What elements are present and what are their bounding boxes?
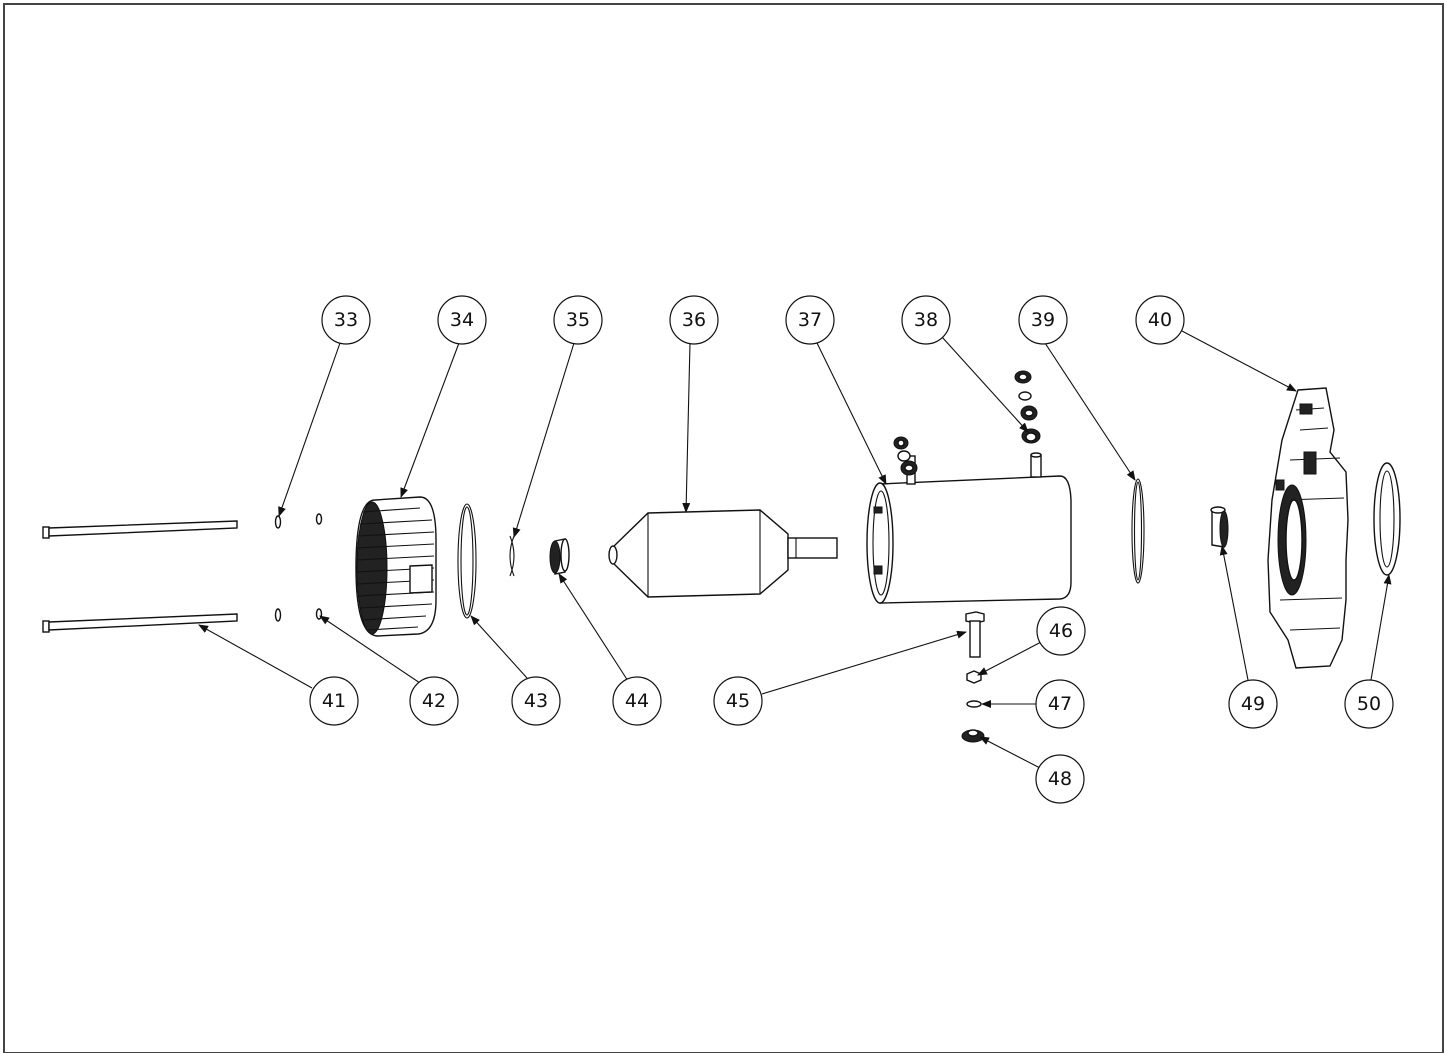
callout-39: 39 [1018, 295, 1068, 345]
leader-39 [1044, 342, 1136, 481]
callout-42-label: 42 [422, 690, 446, 712]
callout-35-label: 35 [566, 309, 590, 331]
callout-35: 35 [553, 295, 603, 345]
callout-42: 42 [409, 676, 459, 726]
callout-33: 33 [321, 295, 371, 345]
leader-48 [979, 736, 1041, 769]
callout-43-label: 43 [524, 690, 548, 712]
part-43-o-ring-inner [460, 506, 474, 616]
part-50-seal [1373, 462, 1401, 576]
part-44-bushing [549, 538, 570, 575]
part-37-motor-housing [866, 475, 1072, 604]
leader-49 [1219, 545, 1249, 681]
drawing-border [3, 3, 1444, 1053]
callout-49: 49 [1228, 679, 1278, 729]
part-39-o-ring [1131, 478, 1145, 584]
callout-46: 46 [1036, 606, 1086, 656]
leader-43 [470, 615, 528, 679]
part-35-spring-clip [509, 535, 515, 577]
leader-46 [977, 640, 1044, 676]
callout-40: 40 [1135, 295, 1185, 345]
callout-34-label: 34 [450, 309, 474, 331]
callout-36-label: 36 [682, 309, 706, 331]
leader-35 [512, 342, 575, 538]
part-38-terminal-hardware [893, 370, 1042, 485]
callout-38-label: 38 [914, 309, 938, 331]
leader-36 [682, 342, 691, 513]
callout-40-label: 40 [1148, 309, 1172, 331]
leader-45 [761, 630, 967, 695]
part-40-drive-end-housing [1267, 387, 1349, 669]
part-41-tie-rods [42, 520, 238, 633]
part-34-finned-end-cap [355, 496, 437, 637]
callout-33-label: 33 [334, 309, 358, 331]
callout-37: 37 [785, 295, 835, 345]
leader-50 [1370, 574, 1392, 681]
part-39-o-ring-inner [1133, 481, 1143, 581]
callout-49-label: 49 [1241, 693, 1265, 715]
part-46-nut [966, 670, 982, 684]
callout-45: 45 [713, 676, 763, 726]
callout-34: 34 [437, 295, 487, 345]
leader-34 [400, 342, 460, 498]
callout-41: 41 [309, 676, 359, 726]
callout-39-label: 39 [1031, 309, 1055, 331]
callout-48-label: 48 [1048, 768, 1072, 790]
leader-44 [558, 573, 629, 682]
callout-47: 47 [1035, 679, 1085, 729]
leader-38 [941, 336, 1029, 433]
callout-45-label: 45 [726, 690, 750, 712]
part-42-nuts [315, 513, 323, 620]
leader-40 [1181, 330, 1297, 392]
part-48-cap-nut [961, 729, 985, 743]
callout-50: 50 [1344, 679, 1394, 729]
part-43-o-ring [457, 503, 477, 619]
callout-47-label: 47 [1048, 693, 1072, 715]
callout-48: 48 [1035, 754, 1085, 804]
part-47-washer [966, 700, 982, 708]
callout-37-label: 37 [798, 309, 822, 331]
callout-38: 38 [901, 295, 951, 345]
callout-36: 36 [669, 295, 719, 345]
callout-43: 43 [511, 676, 561, 726]
leader-lines [198, 330, 1392, 769]
leader-42 [319, 615, 421, 684]
leader-33 [278, 342, 341, 517]
callout-46-label: 46 [1049, 620, 1073, 642]
leader-37 [816, 342, 887, 485]
callout-50-label: 50 [1357, 693, 1381, 715]
callout-44: 44 [612, 676, 662, 726]
callout-44-label: 44 [625, 690, 649, 712]
part-45-bolt [965, 611, 985, 658]
leader-41 [198, 624, 313, 689]
part-33-clips [274, 515, 282, 622]
part-36-armature [608, 509, 838, 598]
callout-41-label: 41 [322, 690, 346, 712]
part-49-bushing [1210, 506, 1229, 548]
